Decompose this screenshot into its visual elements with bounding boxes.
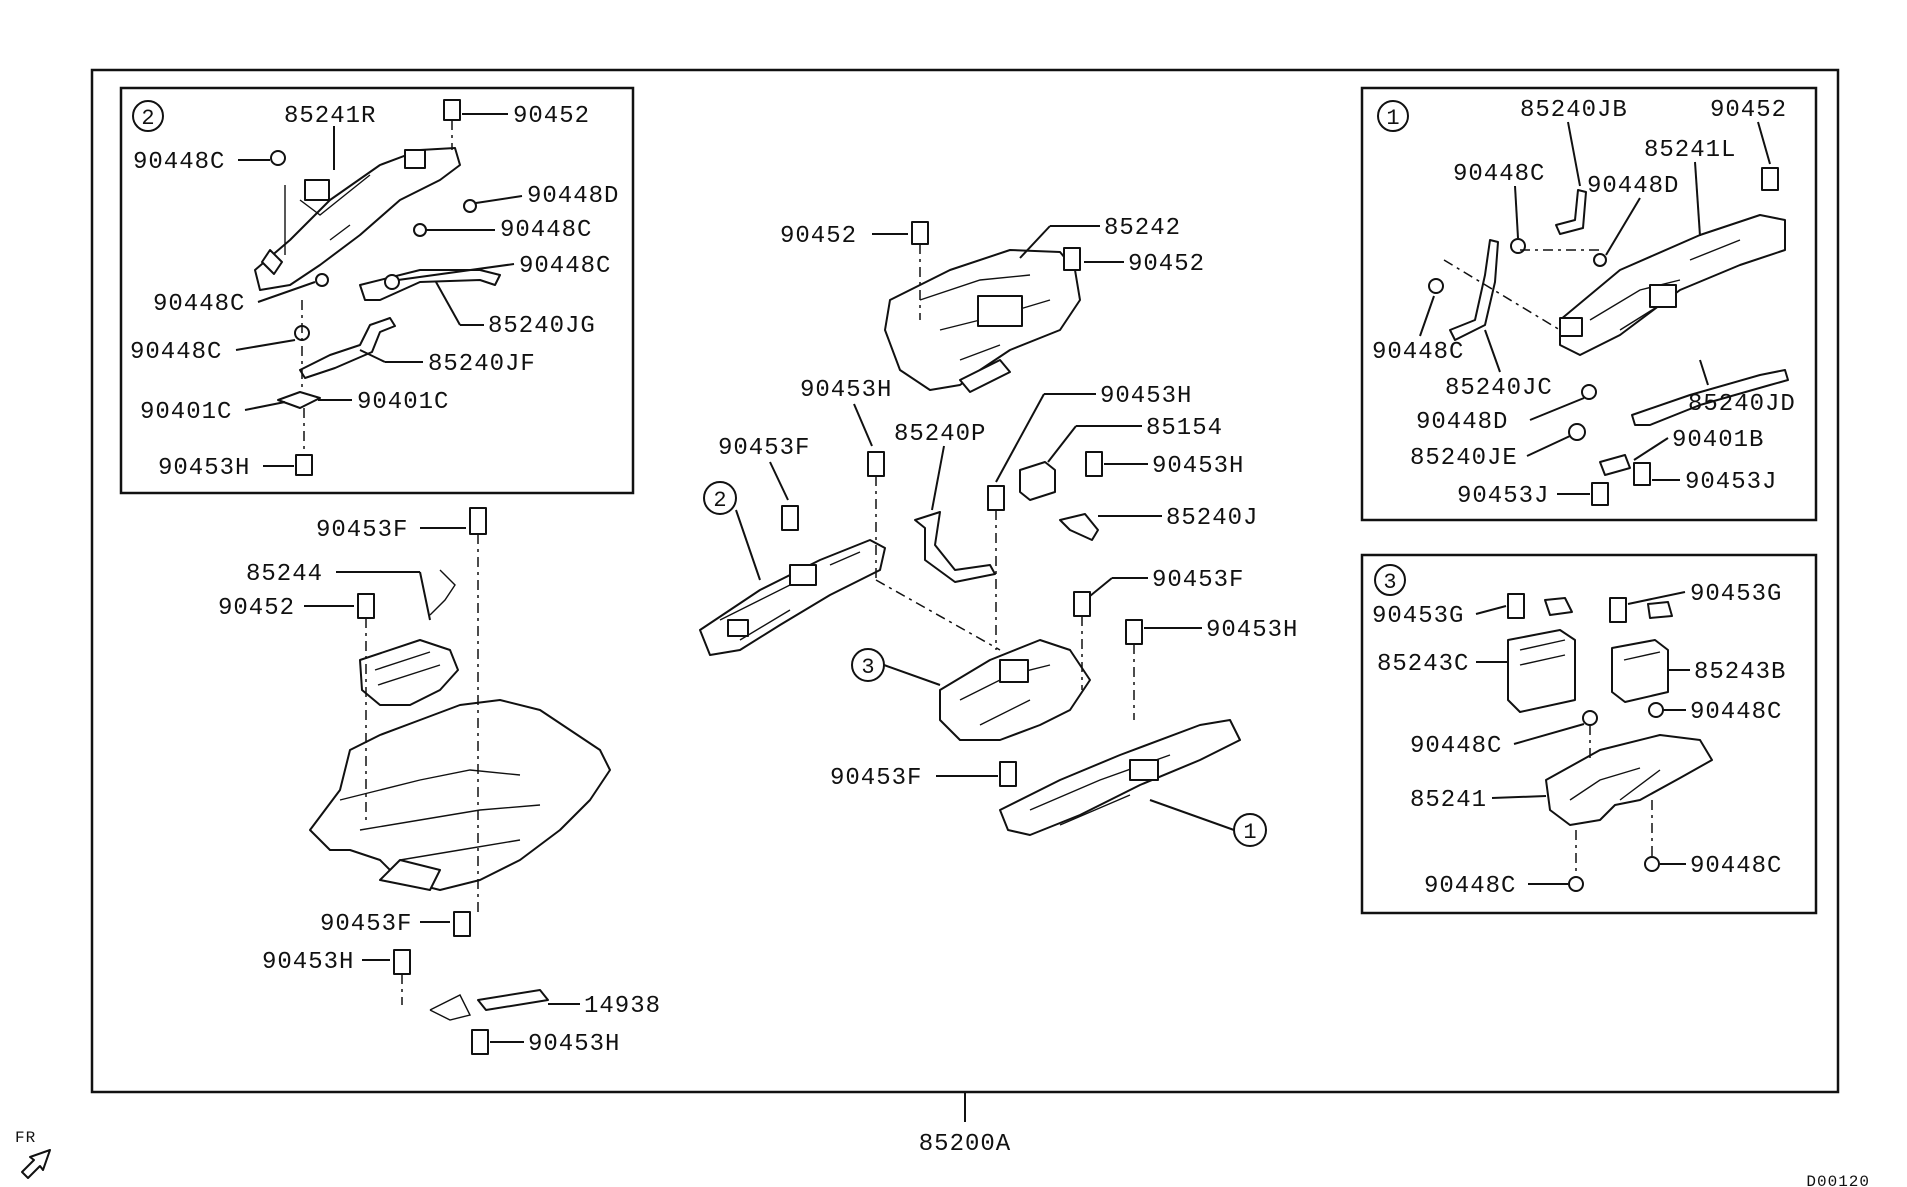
- center-assembly: 2 3 1 90452 85242 90452 90453H 90453H 85…: [699, 215, 1298, 847]
- inset-1: 1 85240JB 90452 90448C 85241L 90448D 904…: [1360, 86, 1818, 522]
- module-85244-drawing: [359, 639, 459, 706]
- center-bracket-2-drawing: [699, 539, 886, 656]
- lower-label-90452[interactable]: 90452: [218, 595, 295, 622]
- assembly-part-number[interactable]: 85200A: [919, 1131, 1011, 1158]
- center-label-85242[interactable]: 85242: [1104, 215, 1181, 242]
- bracket-85241r-drawing: [254, 147, 461, 291]
- harness-85240jd-drawing: [1631, 369, 1789, 426]
- inset-1-number: 1: [1386, 106, 1399, 131]
- center-label-85240j[interactable]: 85240J: [1166, 505, 1258, 532]
- center-callout-2: 2: [713, 488, 726, 513]
- inset-1-label-85240je[interactable]: 85240JE: [1410, 445, 1518, 472]
- front-arrow-icon: [21, 1149, 51, 1179]
- inset-2: 2 85241R 90452 90448C 90448D 90448C 9044…: [119, 86, 635, 495]
- inset-2-label-90453h[interactable]: 90453H: [158, 455, 250, 482]
- harness-85240jc-drawing: [1449, 239, 1499, 341]
- center-label-90453f-c[interactable]: 90453F: [830, 765, 922, 792]
- inset-3-label-90453g-b[interactable]: 90453G: [1690, 581, 1782, 608]
- inset-2-label-85240jf[interactable]: 85240JF: [428, 351, 536, 378]
- inset-3-label-85241[interactable]: 85241: [1410, 787, 1487, 814]
- connector-85154-drawing: [1019, 461, 1056, 501]
- diagram-code: D00120: [1806, 1173, 1870, 1187]
- inset-3: 3 90453G 90453G 85243C 85243B 90448C 904…: [1360, 553, 1818, 915]
- center-label-90452-b[interactable]: 90452: [1128, 251, 1205, 278]
- inset-1-label-90448c-a[interactable]: 90448C: [1453, 161, 1545, 188]
- center-callout-1: 1: [1243, 820, 1256, 845]
- center-label-90453h-d[interactable]: 90453H: [1206, 617, 1298, 644]
- sensor-14938-drawing: [477, 989, 549, 1011]
- inset-3-label-90453g-a[interactable]: 90453G: [1372, 603, 1464, 630]
- harness-85240jg-drawing: [359, 269, 501, 301]
- bracket-85241-drawing: [1545, 734, 1713, 826]
- harness-85240p-drawing: [914, 511, 996, 583]
- inset-2-label-90401c-b[interactable]: 90401C: [357, 389, 449, 416]
- inset-1-label-85241l[interactable]: 85241L: [1644, 137, 1736, 164]
- inset-3-label-90448c-a[interactable]: 90448C: [1690, 699, 1782, 726]
- inset-2-label-90448c-c[interactable]: 90448C: [519, 253, 611, 280]
- harness-85240jb-drawing: [1555, 189, 1587, 235]
- inset-2-label-90448c-b[interactable]: 90448C: [500, 217, 592, 244]
- center-label-90453h-a[interactable]: 90453H: [800, 377, 892, 404]
- inset-2-label-90452[interactable]: 90452: [513, 103, 590, 130]
- inset-3-label-85243b[interactable]: 85243B: [1694, 659, 1786, 686]
- inset-3-number: 3: [1383, 570, 1396, 595]
- inset-1-label-90448d-a[interactable]: 90448D: [1587, 173, 1679, 200]
- lower-left-assembly: 90453F 85244 90452 90453F 90453H 14938 9…: [218, 507, 661, 1058]
- fuse-90401b-drawing: [1599, 454, 1631, 476]
- inset-2-label-90448c-e[interactable]: 90448C: [130, 339, 222, 366]
- center-bracket-1-drawing: [999, 719, 1241, 836]
- inset-3-label-90448c-b[interactable]: 90448C: [1410, 733, 1502, 760]
- inset-3-label-85243c[interactable]: 85243C: [1377, 651, 1469, 678]
- inset-3-label-90448c-d[interactable]: 90448C: [1424, 873, 1516, 900]
- inset-1-label-90401b[interactable]: 90401B: [1672, 427, 1764, 454]
- floor-panel-drawing: [309, 699, 611, 891]
- harness-85240jf-drawing: [299, 317, 396, 379]
- center-label-90452-a[interactable]: 90452: [780, 223, 857, 250]
- inset-2-number: 2: [141, 106, 154, 131]
- center-label-90453h-c[interactable]: 90453H: [1152, 453, 1244, 480]
- center-label-90453f-b[interactable]: 90453F: [1152, 567, 1244, 594]
- front-direction-label: FR: [15, 1129, 36, 1147]
- lower-label-90453h-a[interactable]: 90453H: [262, 949, 354, 976]
- bracket-85240j-drawing: [1059, 513, 1099, 541]
- lower-label-90453f-b[interactable]: 90453F: [320, 911, 412, 938]
- inset-2-label-90448c-d[interactable]: 90448C: [153, 291, 245, 318]
- inset-1-label-90448c-b[interactable]: 90448C: [1372, 339, 1464, 366]
- inset-2-label-90448d[interactable]: 90448D: [527, 183, 619, 210]
- inset-2-label-90401c-a[interactable]: 90401C: [140, 399, 232, 426]
- lower-label-90453h-b[interactable]: 90453H: [528, 1031, 620, 1058]
- inset-1-label-85240jb[interactable]: 85240JB: [1520, 97, 1628, 124]
- center-bracket-3-drawing: [939, 639, 1091, 741]
- inset-1-label-90452[interactable]: 90452: [1710, 97, 1787, 124]
- center-callout-3: 3: [861, 655, 874, 680]
- inset-1-label-85240jc[interactable]: 85240JC: [1445, 375, 1553, 402]
- inset-2-label-90448c-a[interactable]: 90448C: [133, 149, 225, 176]
- lower-label-90453f-a[interactable]: 90453F: [316, 517, 408, 544]
- inset-3-label-90448c-c[interactable]: 90448C: [1690, 853, 1782, 880]
- relay-85243b-drawing: [1611, 639, 1669, 703]
- relay-85243c-drawing: [1507, 629, 1576, 713]
- center-label-90453h-b[interactable]: 90453H: [1100, 383, 1192, 410]
- inset-1-label-85240jd[interactable]: 85240JD: [1688, 391, 1796, 418]
- inset-1-label-90448d-b[interactable]: 90448D: [1416, 409, 1508, 436]
- lower-label-85244[interactable]: 85244: [246, 561, 323, 588]
- center-label-85154[interactable]: 85154: [1146, 415, 1223, 442]
- inset-2-label-85240jg[interactable]: 85240JG: [488, 313, 596, 340]
- inset-1-label-90453j-a[interactable]: 90453J: [1457, 483, 1549, 510]
- center-label-90453f-a[interactable]: 90453F: [718, 435, 810, 462]
- inset-1-label-90453j-b[interactable]: 90453J: [1685, 469, 1777, 496]
- inset-2-label-85241r[interactable]: 85241R: [284, 103, 376, 130]
- center-label-85240p[interactable]: 85240P: [894, 421, 986, 448]
- lower-label-14938[interactable]: 14938: [584, 993, 661, 1020]
